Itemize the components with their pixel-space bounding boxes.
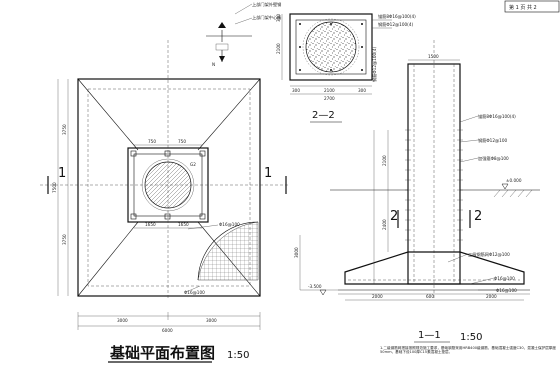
plan-dim-top-2: 750 — [178, 139, 186, 144]
s11-base-dim-3: 600 — [426, 294, 434, 299]
s11-base-dim-1: 2000 — [372, 294, 383, 299]
s11-note-base-3: Φ16@100 — [496, 288, 517, 293]
s11-footnote: 1.二级钢筋网搭接按照规范施工要求，基础钢筋采用HRB400级钢筋，基础混凝土强… — [380, 346, 556, 355]
plan-dim-left-total: 7500 — [52, 182, 57, 193]
s11-note-base-2: Φ16@100 — [494, 276, 515, 281]
s11-base-dim-2: 2000 — [486, 294, 497, 299]
s22-dim-left-1: 300 — [276, 14, 281, 22]
s22-dim-left-2: 2100 — [276, 43, 281, 54]
s11-dim-left-1: 2100 — [382, 155, 387, 166]
sheet-header: 第 1 页 共 2 — [504, 0, 560, 13]
s11-note-right-3: 加强箍Φ8@100 — [478, 155, 509, 162]
s22-dim-bottom-1: 300 — [292, 88, 300, 93]
s11-elev-bottom: -3.500 — [308, 284, 322, 289]
s11-scale: 1:50 — [460, 332, 482, 343]
s11-title: 1—1 — [418, 330, 441, 341]
s22-title: 2—2 — [312, 110, 335, 121]
s11-dim-left-3: 3000 — [294, 247, 299, 258]
plan-dim-bottom-2: 3000 — [206, 318, 217, 323]
plan-dim-inner-2: 1650 — [178, 222, 189, 227]
plan-rebar-center: G2 — [190, 162, 196, 167]
s11-note-base-1: 三级钢筋网Φ12@100 — [468, 251, 510, 258]
plan-rebar-note-2: Φ16@100 — [184, 290, 205, 295]
sheet-label: 第 1 页 共 2 — [509, 4, 537, 11]
s22-dim-bottom-2: 2100 — [324, 88, 335, 93]
section-2-2: 锚筋8Φ16@100(4) 钢筋Φ12@100(4) 钢筋Φ12@100(4) … — [276, 13, 416, 123]
plan-rebar-note-1: Φ16@100 — [219, 222, 240, 227]
s22-dim-bottom-total: 2700 — [324, 96, 335, 101]
plan-dim-bottom-total: 6000 — [162, 328, 173, 333]
detail-mark: 上部门架外壁钢 上部门架中心线 N — [206, 1, 282, 67]
s22-note-2: 钢筋Φ12@100(4) — [378, 21, 413, 28]
plan-title: 基础平面布置图 — [109, 344, 215, 362]
s22-note-3: 钢筋Φ12@100(4) — [371, 47, 378, 82]
s11-elev-ground: ±0.000 — [506, 178, 522, 183]
s11-section-mark-left: 2 — [390, 209, 398, 224]
plan-dim-inner-1: 1650 — [145, 222, 156, 227]
s11-top-dim: 1500 — [428, 54, 439, 59]
plan-dim-bottom-1: 3000 — [117, 318, 128, 323]
section-1-1: 1500 ±0.000 -3.500 2100 2400 3000 锚筋8Φ16… — [294, 40, 556, 355]
s11-note-right-2: 钢筋Φ12@100 — [478, 137, 508, 144]
plan-scale: 1:50 — [227, 350, 249, 361]
s22-dim-bottom-3: 300 — [358, 88, 366, 93]
s22-note-1: 锚筋8Φ16@100(4) — [378, 13, 416, 20]
plan-dim-left-1: 3750 — [62, 124, 67, 135]
plan-section-mark-right: 1 — [264, 166, 272, 181]
detail-label-1: 上部门架外壁钢 — [252, 1, 281, 8]
plan-section-mark-left: 1 — [58, 166, 66, 181]
plan-dim-left-2: 3750 — [62, 234, 67, 245]
s11-section-mark-right: 2 — [474, 209, 482, 224]
s11-ground-hatch — [493, 189, 533, 198]
s11-note-right-1: 锚筋8Φ16@100(4) — [478, 113, 516, 120]
plan-view: G2 Φ16@100 Φ16@100 750 750 1650 1650 1 1… — [40, 40, 290, 363]
s22-rebar-dots — [299, 23, 363, 71]
s11-dim-left-2: 2400 — [382, 219, 387, 230]
detail-north-mark: N — [212, 62, 215, 67]
s11-stirrups — [405, 129, 463, 241]
plan-dim-top-1: 750 — [148, 139, 156, 144]
detail-label-2: 上部门架中心线 — [252, 14, 282, 21]
